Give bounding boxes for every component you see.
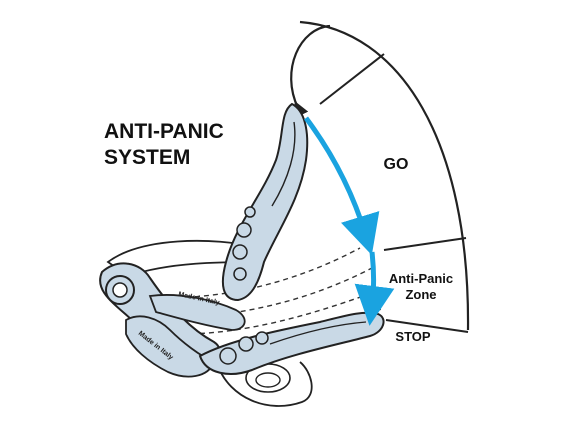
side-plate-ring-inner — [112, 282, 128, 298]
anti-panic-label-line-2: Zone — [405, 287, 437, 302]
cam-arm-right — [198, 311, 385, 375]
diagram-title: ANTI-PANIC SYSTEM — [104, 119, 224, 171]
title-line-1: ANTI-PANIC — [104, 120, 224, 143]
anti-panic-zone-label: Anti-Panic Zone — [376, 271, 466, 303]
lever-slot — [271, 121, 296, 207]
anti-panic-arrow — [354, 251, 395, 326]
title-line-2: SYSTEM — [104, 146, 191, 169]
go-label: GO — [383, 156, 409, 173]
lever-holes — [232, 206, 256, 281]
cam-plate-front — [148, 294, 246, 331]
stop-label: STOP — [395, 329, 431, 344]
go-zone-line — [319, 53, 385, 105]
anti-panic-label-line-1: Anti-Panic — [388, 271, 454, 286]
lever-return-arrow — [290, 24, 331, 119]
travel-arc — [299, 20, 470, 331]
anti-panic-line — [383, 237, 467, 251]
cam-arm-holes — [219, 331, 269, 365]
bottom-hole-inner — [255, 372, 281, 388]
go-arrow — [303, 116, 380, 256]
stop-line — [385, 319, 469, 333]
